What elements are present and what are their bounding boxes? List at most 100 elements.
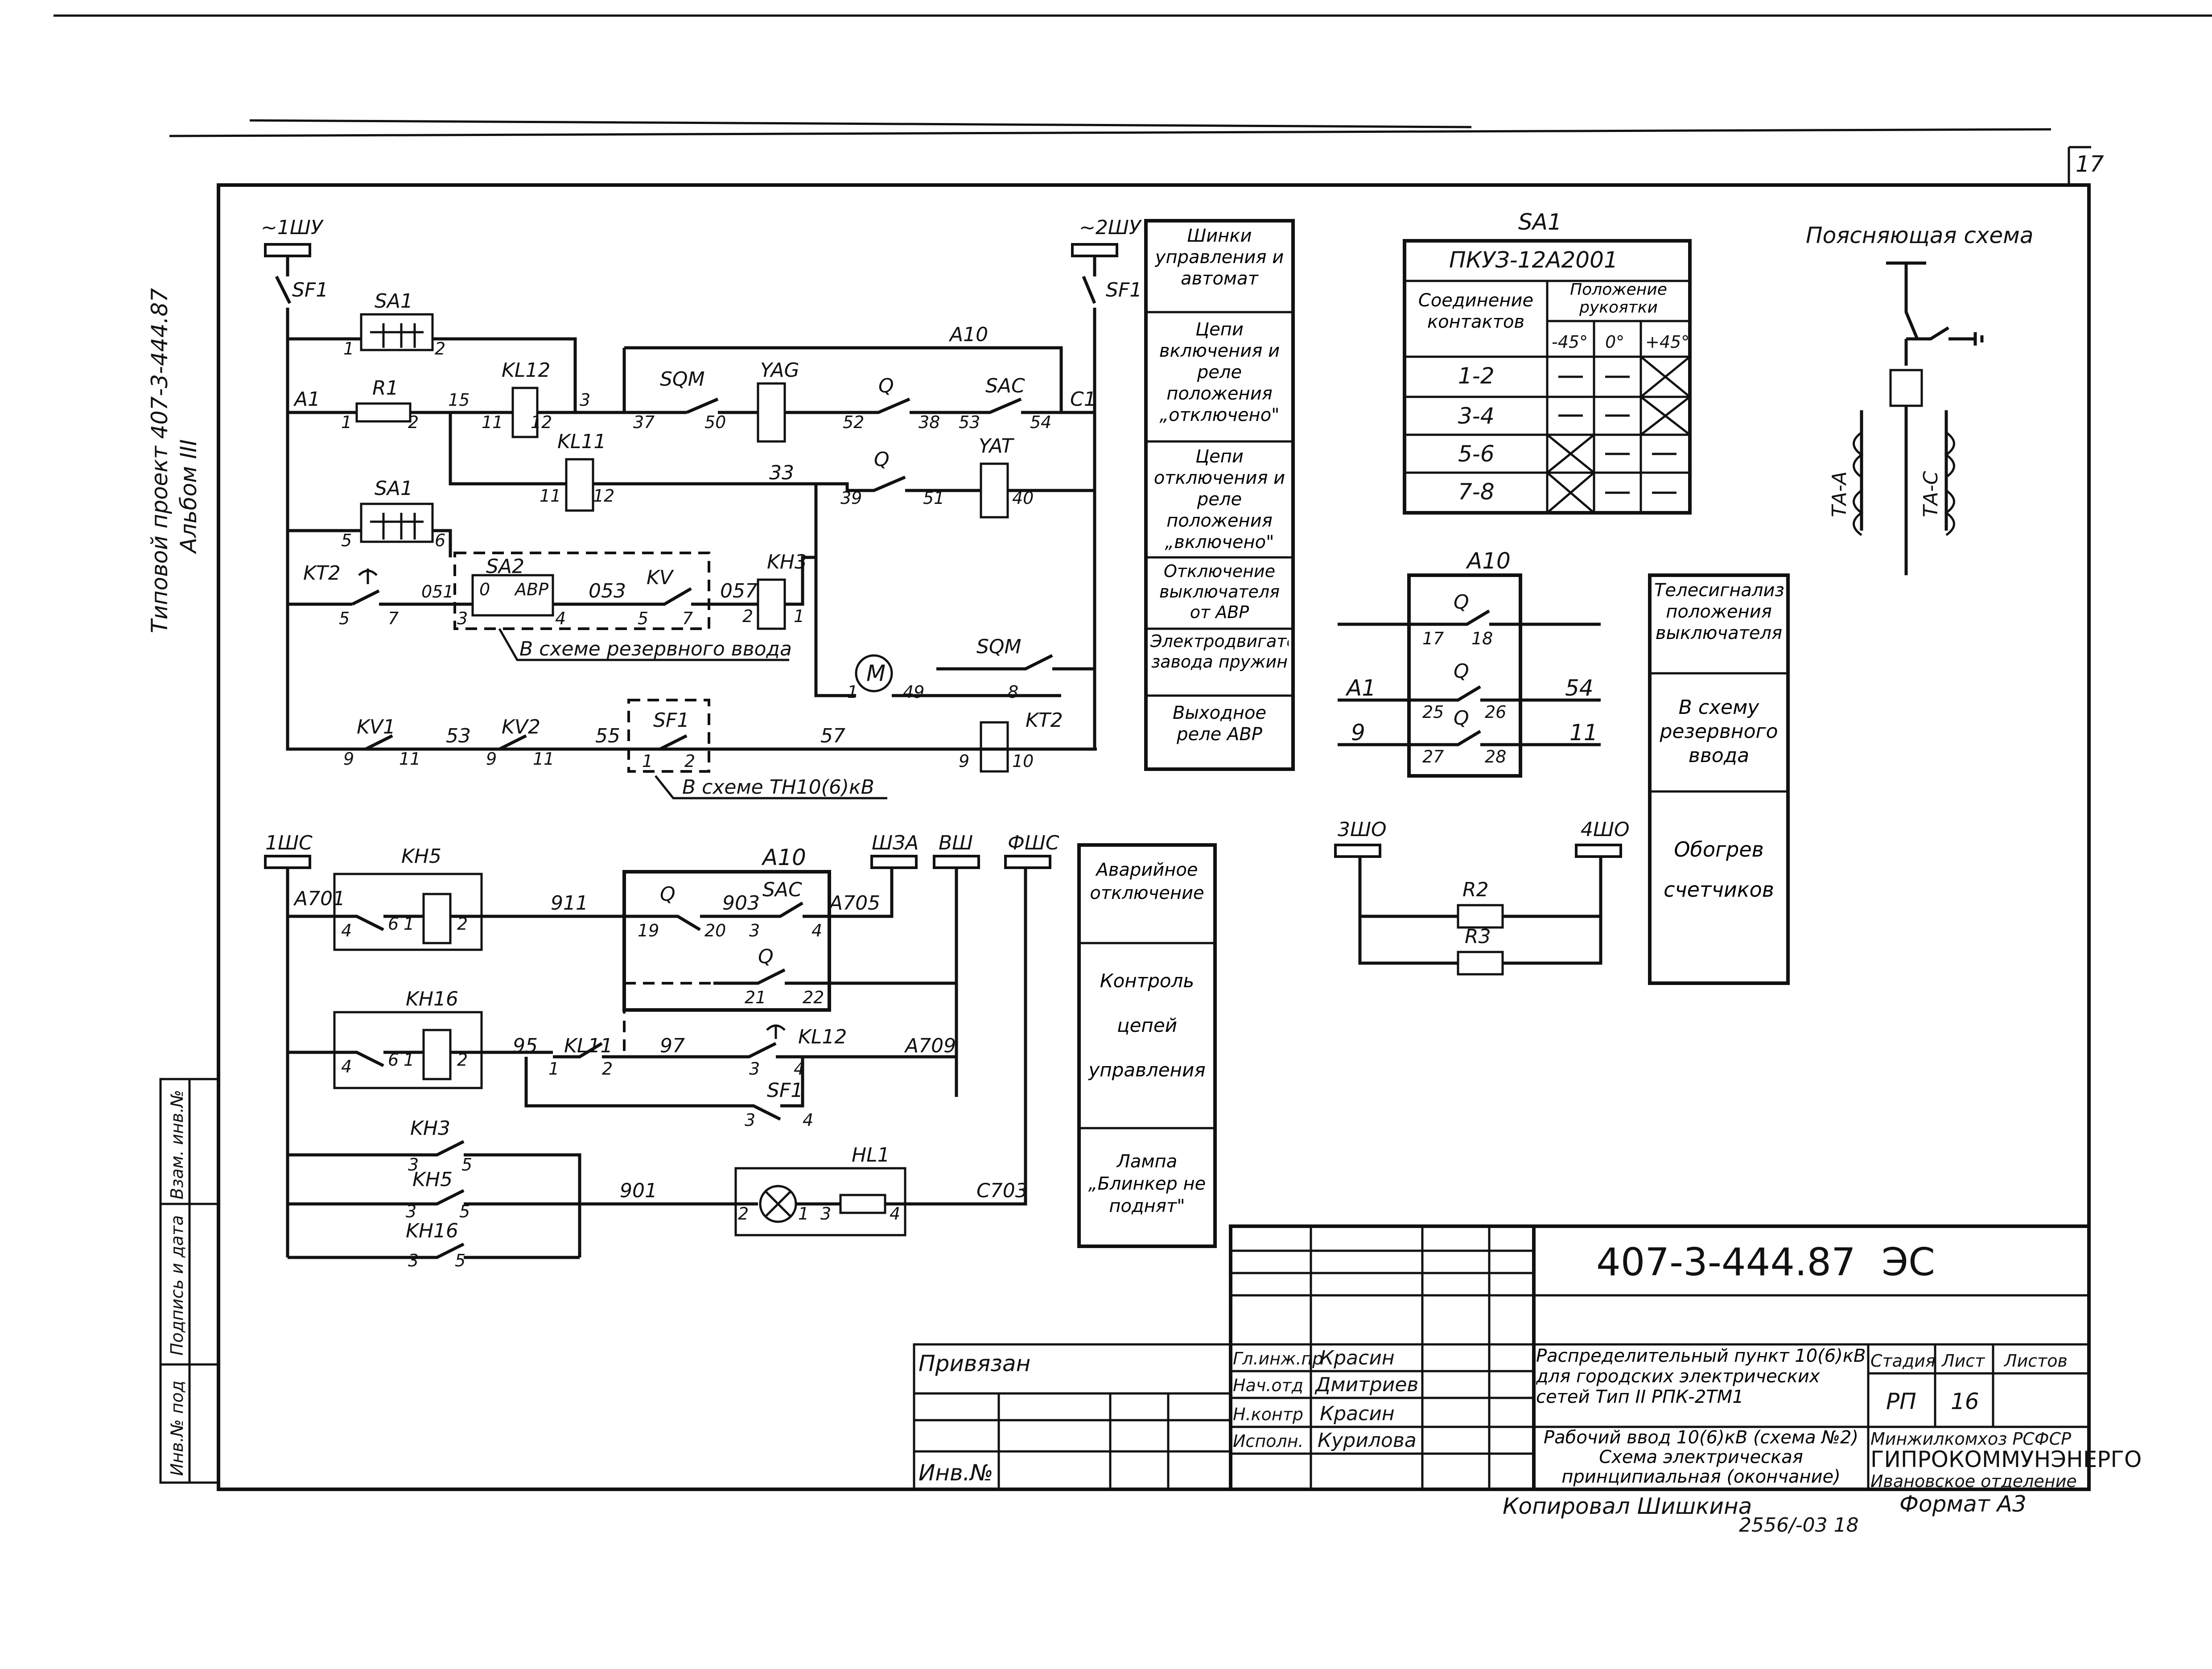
tb-name-3: Курилова <box>1318 1429 1417 1452</box>
kl12-12: 12 <box>531 412 552 432</box>
tb-org3: Ивановское отделение <box>1870 1471 2077 1491</box>
tb-name-0: Красин <box>1320 1347 1395 1369</box>
kv-5: 5 <box>638 609 648 628</box>
a10-lower-label: A10 <box>761 845 806 870</box>
legend-lower-0: Аварийное отключение <box>1090 860 1204 903</box>
bus-2shu <box>1071 243 1118 257</box>
r1-label: R1 <box>372 377 399 400</box>
node-38: 38 <box>919 412 940 432</box>
kh5-label: KH5 <box>401 845 441 868</box>
a10-26: 26 <box>1485 702 1506 722</box>
hl1-2: 2 <box>738 1204 749 1224</box>
kt2-5: 5 <box>339 609 350 628</box>
lower-q-21: 21 <box>745 988 766 1007</box>
bus-shza <box>870 855 918 869</box>
bus-4sho-label: 4ШО <box>1581 818 1630 841</box>
tb-sheets-h: Листов <box>2003 1351 2068 1371</box>
sqm-a-label: SQM <box>660 368 705 391</box>
node-52: 52 <box>843 412 864 432</box>
sf1c-2: 2 <box>684 751 695 771</box>
kh16b-3: 3 <box>408 1251 419 1270</box>
kh5b-3: 3 <box>406 1202 416 1221</box>
kl12-11: 11 <box>482 412 503 432</box>
legend-right-0: Телесигнализация положения выключателя <box>1654 580 1784 643</box>
node-8: 8 <box>1008 682 1018 702</box>
kl11-coil <box>565 458 594 512</box>
sa2-3: 3 <box>457 609 468 628</box>
r1-pin2: 2 <box>408 412 419 432</box>
lower-sf1: SF1 <box>767 1079 803 1102</box>
side-inv-orig: Инв.№ под <box>167 1381 187 1476</box>
explain-diagram: Поясняющая схема ТА-А ТА-С <box>1806 223 2034 575</box>
lower-sf1-3: 3 <box>745 1110 755 1130</box>
sa2-switch <box>471 574 554 617</box>
kh16-2: 2 <box>457 1050 468 1070</box>
tb-desc1: Распределительный пункт 10(6)кВ для горо… <box>1536 1346 1866 1407</box>
motor-m <box>855 654 893 692</box>
node-39: 39 <box>840 488 862 508</box>
node-3: 3 <box>580 390 590 410</box>
side-stamp: Типовой проект 407-3-444.87 Альбом III И… <box>147 288 220 1484</box>
kh5b-5: 5 <box>459 1202 470 1221</box>
node-911: 911 <box>551 892 588 915</box>
tb-name-1: Дмитриев <box>1314 1373 1418 1396</box>
sa1-dashes <box>1558 375 1677 494</box>
node-55: 55 <box>595 725 620 747</box>
sa2-dashed-box <box>453 552 710 630</box>
bus-1shc <box>264 855 311 869</box>
sa2-abr: АВР <box>514 580 548 599</box>
lower-sac-4: 4 <box>811 921 822 940</box>
kh5-1: 1 <box>404 914 414 934</box>
motor-label: M <box>866 660 886 686</box>
bus-2shu-label: ~2ШУ <box>1079 216 1142 239</box>
kh16b-5: 5 <box>455 1251 465 1270</box>
kh16-6: 6 <box>388 1050 399 1070</box>
kh3-label: KH3 <box>767 551 807 573</box>
bus-oshs <box>1004 855 1051 869</box>
kh5b-label: KH5 <box>412 1168 453 1191</box>
sa1-top-switch <box>360 313 434 351</box>
legend-right: Телесигнализация положения выключателя В… <box>1648 573 1790 985</box>
side-inv-instead: Взам. инв.№ <box>167 1090 187 1199</box>
sa1-6: 6 <box>435 531 445 550</box>
tb-sheet-h: Лист <box>1941 1351 1985 1371</box>
a10-top-label: A10 <box>948 323 988 346</box>
kt2-7: 7 <box>388 609 399 628</box>
sa1-row-3: 7-8 <box>1458 479 1495 505</box>
bus-1shu-label: ~1ШУ <box>261 216 324 239</box>
kh3-relay <box>757 578 786 630</box>
sa1-top-2: 2 <box>435 339 445 359</box>
r3-label: R3 <box>1465 925 1491 948</box>
yag-coil <box>757 382 786 443</box>
bus-3sho <box>1334 844 1381 858</box>
kt2-right-coil <box>980 721 1009 773</box>
node-901: 901 <box>620 1179 657 1202</box>
yag-label: YAG <box>760 359 799 382</box>
kv2-9: 9 <box>486 749 497 769</box>
a709-label: A709 <box>904 1034 956 1057</box>
tb-role-0: Гл.инж.пр <box>1233 1349 1323 1368</box>
kh5-6: 6 <box>388 914 399 934</box>
angle-1: 0° <box>1605 332 1624 352</box>
kh3-lower-label: KH3 <box>410 1117 450 1140</box>
tb-format: Формат А3 <box>1899 1491 2027 1517</box>
sa1-head-pos: Положение рукоятки <box>1570 281 1667 317</box>
sa1-table-title: SA1 <box>1518 209 1562 235</box>
tb-copied: Копировал Шишкина <box>1503 1493 1752 1519</box>
r1-pin1: 1 <box>341 412 352 432</box>
kl11-11: 11 <box>540 486 561 506</box>
a1-label: A1 <box>293 388 320 411</box>
node-053: 053 <box>589 580 626 602</box>
a10-9: 9 <box>1351 720 1365 746</box>
node-33: 33 <box>769 462 794 484</box>
explain-ta-c: ТА-С <box>1920 471 1942 517</box>
sa1-second-switch <box>360 503 434 543</box>
node-51: 51 <box>923 488 944 508</box>
r2-label: R2 <box>1462 878 1489 901</box>
node-40: 40 <box>1012 488 1034 508</box>
a10-27: 27 <box>1422 747 1444 767</box>
lower-sf1-4: 4 <box>803 1110 813 1130</box>
legend-upper: Шинки управления и автомат Цепи включени… <box>1144 219 1295 771</box>
kt2-10: 10 <box>1012 751 1034 771</box>
